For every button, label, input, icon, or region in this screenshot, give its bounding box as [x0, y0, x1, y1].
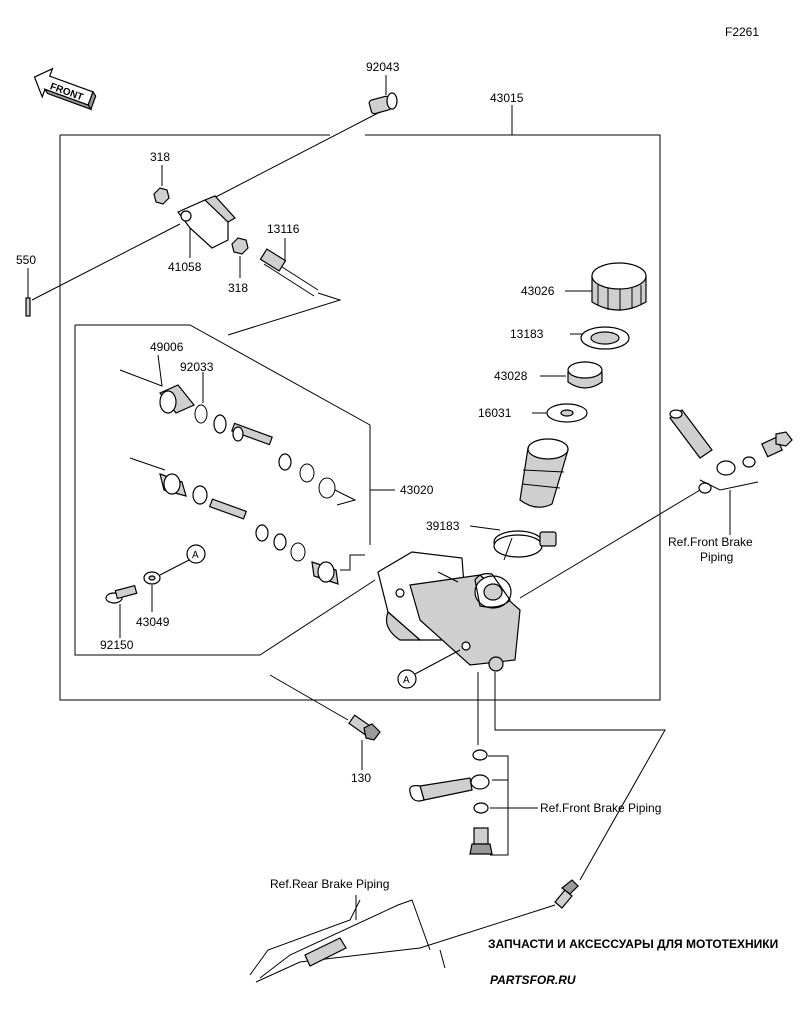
callout-a-upper-letter: A	[192, 550, 199, 561]
part-label-318-upper: 318	[150, 150, 170, 164]
ref-front-brake-1-line1: Ref.Front Brake	[668, 535, 753, 549]
callout-a-upper: A	[159, 544, 206, 576]
part-label-16031: 16031	[478, 406, 512, 420]
part-label-92043: 92043	[366, 60, 400, 74]
pin-92043	[209, 75, 398, 201]
nut-318-upper	[153, 165, 170, 205]
master-cylinder-body	[377, 537, 521, 672]
part-label-39183: 39183	[426, 519, 460, 533]
part-label-43049: 43049	[136, 615, 170, 629]
callout-a-lower-letter: A	[403, 675, 410, 686]
part-label-43015: 43015	[490, 91, 524, 105]
float-16031	[532, 403, 588, 423]
piston-row-lower	[129, 457, 365, 585]
part-label-92150: 92150	[100, 638, 134, 652]
diaphragm-43028	[540, 361, 603, 389]
ref-rear-brake: Ref.Rear Brake Piping	[270, 877, 389, 891]
reservoir-boot	[519, 438, 569, 508]
part-label-43020: 43020	[400, 483, 434, 497]
front-arrow-icon: FRONT	[33, 67, 97, 111]
figure-id: F2261	[725, 25, 759, 39]
callout-a-lower: A	[397, 649, 461, 689]
leader-lines	[305, 672, 666, 881]
ref-front-brake-2: Ref.Front Brake Piping	[540, 801, 661, 815]
washer-43049	[143, 571, 161, 612]
cap-43026	[565, 262, 647, 311]
piston-row-upper	[213, 414, 357, 506]
cotter-pin-550	[25, 223, 181, 317]
part-label-41058: 41058	[168, 260, 202, 274]
circlip-92033	[194, 372, 208, 424]
part-label-43026: 43026	[521, 284, 555, 298]
part-label-130: 130	[351, 771, 371, 785]
bolt-92150	[105, 584, 138, 638]
front-brake-hose-right	[519, 409, 793, 599]
part-label-13183: 13183	[510, 327, 544, 341]
part-label-92033: 92033	[180, 360, 214, 374]
rear-brake-piping	[249, 879, 579, 983]
assembly-frame-43015	[59, 105, 661, 701]
part-label-49006: 49006	[150, 340, 184, 354]
bolt-130	[269, 674, 381, 770]
ref-front-brake-1-line2: Piping	[700, 550, 733, 564]
watermark-tagline: ЗАПЧАСТИ И АКСЕССУАРЫ ДЛЯ МОТОТЕХНИКИ	[488, 937, 778, 951]
watermark-brand: PARTSFOR.RU	[490, 973, 576, 987]
plate-13183	[570, 326, 630, 350]
boot-49006	[119, 354, 195, 414]
part-label-13116: 13116	[267, 222, 300, 236]
clamp-39183	[469, 525, 557, 558]
nut-318-lower	[231, 237, 249, 278]
front-brake-hose-lower	[409, 672, 538, 856]
part-label-550: 550	[16, 253, 36, 267]
rod-13116	[227, 238, 342, 336]
part-label-318-lower: 318	[228, 281, 248, 295]
piston-kit-frame-43020	[74, 324, 395, 656]
part-label-43028: 43028	[494, 369, 528, 383]
clevis-41058	[177, 195, 236, 258]
